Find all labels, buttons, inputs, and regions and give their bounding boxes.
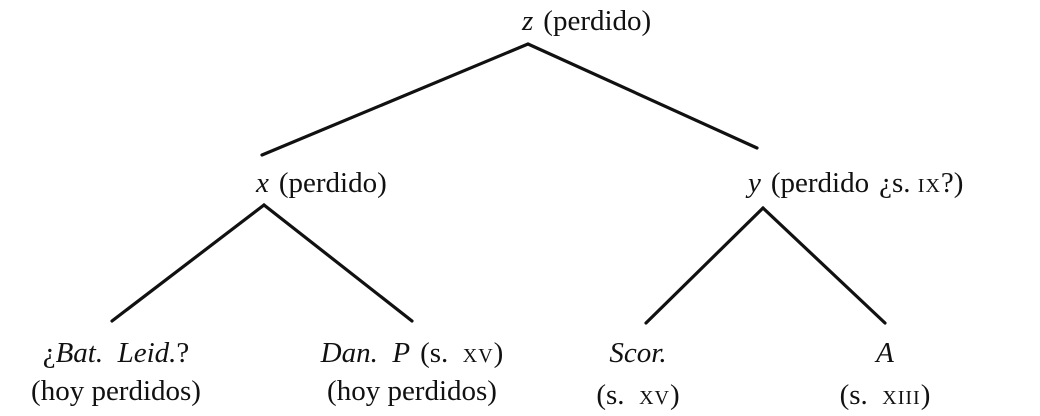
node-y-note-date: ¿s. — [879, 167, 911, 199]
node-x: x (perdido) — [256, 166, 387, 200]
leaf-bat-leid-name: Bat. Leid. — [55, 337, 177, 369]
node-x-siglum: x — [256, 167, 269, 199]
leaf-bat-leid-open: ¿ — [42, 337, 56, 369]
leaf-bat-leid: ¿Bat. Leid.? (hoy perdidos) — [0, 336, 232, 408]
leaf-bat-leid-date: (hoy perdidos) — [31, 375, 201, 407]
leaf-scor-date-prefix: (s. — [596, 379, 625, 411]
node-z: z (perdido) — [522, 4, 651, 38]
leaf-scor-name: Scor. — [609, 337, 667, 369]
node-y-note-prefix: (perdido — [770, 167, 870, 199]
leaf-dan-p-name-line: Dan. P (s. xv) — [290, 336, 534, 370]
leaf-dan-p-date-prefix: (s. — [420, 337, 449, 369]
edge-y-a — [761, 206, 887, 325]
leaf-a-date-roman: xiii — [882, 379, 921, 411]
edge-x-dan-p — [262, 203, 414, 323]
leaf-bat-leid-close: ? — [176, 337, 190, 369]
leaf-dan-p-date-roman: xv — [462, 337, 494, 369]
node-z-siglum: z — [522, 5, 534, 37]
edge-z-x — [260, 42, 530, 157]
edge-x-bat-leid — [110, 203, 266, 323]
node-y-siglum: y — [748, 167, 761, 199]
leaf-a-date-suffix: ) — [920, 379, 931, 411]
node-z-note: (perdido) — [543, 5, 652, 37]
leaf-scor-date-roman: xv — [639, 379, 670, 411]
leaf-dan-p-name: Dan. P — [320, 337, 411, 369]
edge-z-y — [526, 42, 759, 150]
leaf-a-date-prefix: (s. — [839, 379, 868, 411]
leaf-a-date-line: (s. xiii) — [816, 378, 954, 412]
node-y-note-suffix: ?) — [940, 167, 964, 199]
leaf-scor-date-suffix: ) — [669, 379, 680, 411]
leaf-a: A (s. xiii) — [816, 336, 954, 412]
leaf-dan-p-note: (hoy perdidos) — [327, 375, 497, 407]
leaf-a-name: A — [876, 337, 894, 369]
node-y-note-roman: ix — [917, 167, 941, 199]
edge-y-scor — [644, 206, 765, 325]
leaf-dan-p-date-suffix: ) — [493, 337, 504, 369]
node-x-note: (perdido) — [278, 167, 387, 199]
node-y: y (perdido ¿s. ix?) — [748, 166, 963, 200]
leaf-bat-leid-name-line: ¿Bat. Leid.? — [0, 336, 232, 370]
leaf-dan-p: Dan. P (s. xv) (hoy perdidos) — [290, 336, 534, 408]
leaf-scor-date-line: (s. xv) — [576, 378, 700, 412]
leaf-scor: Scor. (s. xv) — [576, 336, 700, 412]
